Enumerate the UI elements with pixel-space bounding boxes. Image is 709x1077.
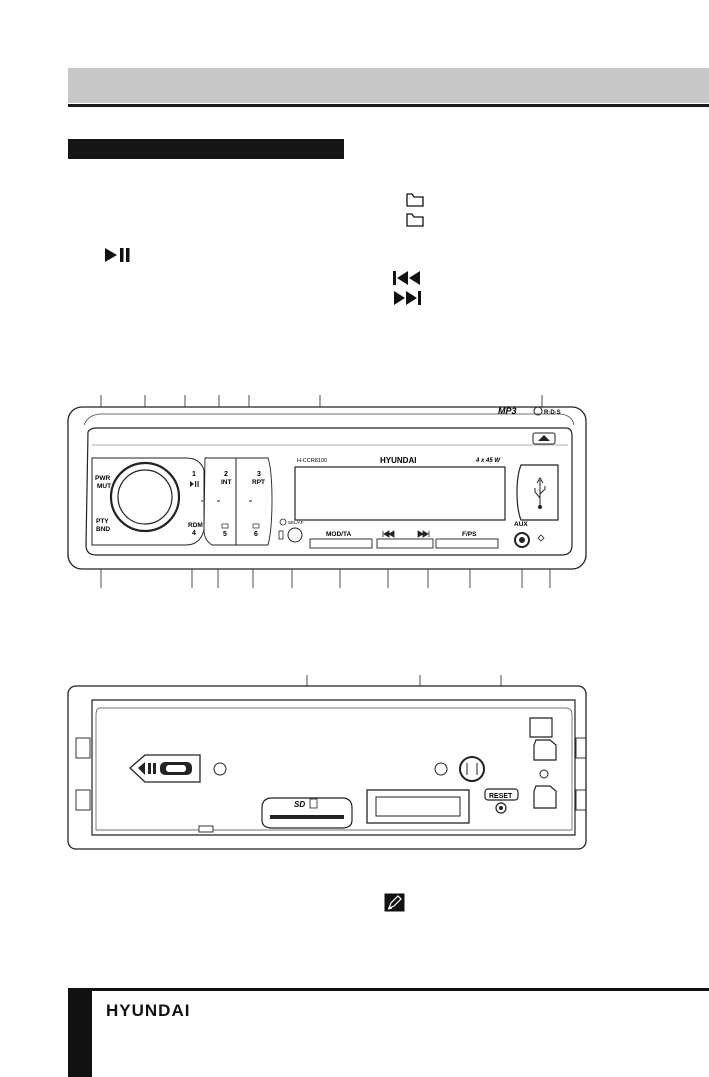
sel-af-label: SEL/AF	[288, 520, 304, 525]
sd-label: SD	[294, 800, 305, 809]
btn2-number: 2	[224, 471, 228, 478]
btn5-number: 5	[223, 531, 227, 538]
header-band	[68, 68, 709, 103]
fps-label: F/PS	[462, 531, 477, 538]
eject-icon	[538, 435, 550, 441]
folder-icon	[406, 213, 424, 227]
footer-rule	[68, 988, 709, 991]
release-arrow-icon	[138, 762, 145, 775]
btn3-label: RPT	[252, 479, 265, 486]
reset-label: RESET	[489, 793, 513, 800]
previous-next-button[interactable]	[376, 538, 434, 549]
front-panel-diagram: MP3 R·D·S PWR MUT PTY BND 1 2 INT 3 RPT …	[67, 395, 587, 588]
next-track-icon	[394, 291, 421, 305]
btn2-label: INT	[221, 479, 232, 486]
folder-icon	[252, 523, 260, 529]
header-rule	[68, 104, 709, 107]
footer-brand-logo: HYUNDAI	[106, 1001, 191, 1020]
bnd-label: BND	[96, 526, 110, 533]
footer-tab	[68, 988, 92, 1077]
btn3-number: 3	[257, 471, 261, 478]
btn6-number: 6	[254, 531, 258, 538]
mp3-badge: MP3	[498, 406, 517, 416]
btn4-label: RDM	[188, 522, 203, 529]
back-panel-diagram: SD RESET	[67, 675, 587, 850]
play-pause-icon	[190, 481, 194, 487]
preset-buttons-3-6[interactable]	[235, 457, 273, 546]
lcd-display	[294, 466, 506, 521]
note-icon	[384, 893, 405, 912]
mod-ta-label: MOD/TA	[326, 531, 351, 538]
play-pause-icon	[105, 248, 130, 262]
sel-af-button[interactable]	[287, 527, 303, 543]
rds-badge: R·D·S	[544, 410, 561, 416]
btn1-number: 1	[192, 471, 196, 478]
sd-card-icon	[309, 798, 318, 809]
fps-button[interactable]	[435, 538, 499, 549]
wire-connector	[533, 739, 557, 761]
mut-label: MUT	[97, 483, 111, 490]
wire-connector	[533, 785, 557, 809]
usb-icon	[534, 477, 546, 509]
pty-label: PTY	[96, 518, 109, 525]
usb-cover[interactable]	[516, 464, 559, 521]
next-track-icon	[417, 530, 430, 538]
reset-label-box	[484, 788, 519, 801]
aux-label: AUX	[514, 521, 528, 528]
folder-icon	[221, 523, 229, 529]
folder-icon	[406, 193, 424, 207]
power-rating: 4 x 45 W	[475, 458, 501, 464]
pwr-label: PWR	[95, 475, 110, 482]
btn4-number: 4	[192, 530, 196, 537]
ir-sensor	[278, 530, 284, 540]
section-heading-bar	[68, 139, 344, 159]
model-label: H-CCR8100	[297, 458, 327, 464]
antenna-socket	[459, 756, 485, 782]
brand-logo: HYUNDAI	[380, 456, 416, 465]
previous-track-icon	[382, 530, 395, 538]
previous-track-icon	[393, 271, 420, 285]
sd-card-slot[interactable]	[261, 797, 353, 829]
led-indicator	[537, 534, 545, 542]
preset-buttons-2-5[interactable]	[203, 457, 237, 546]
mod-ta-button[interactable]	[309, 538, 373, 549]
